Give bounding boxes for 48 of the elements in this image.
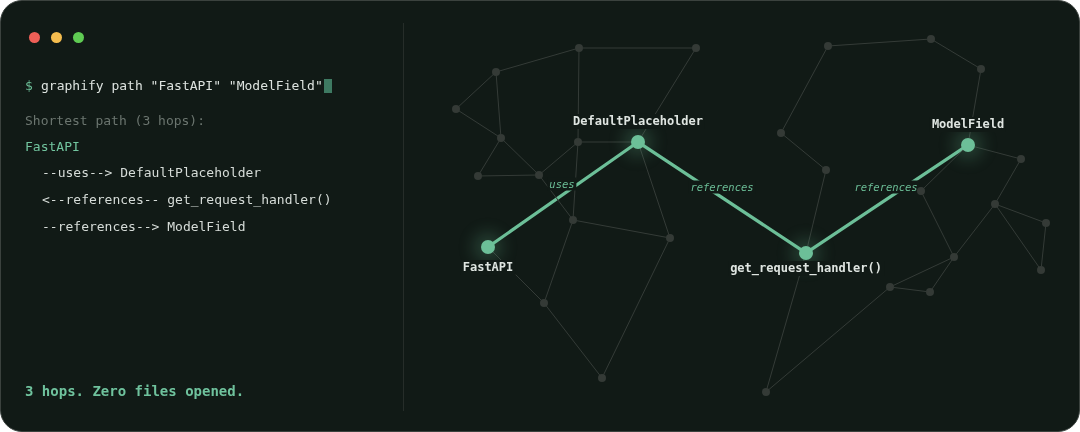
graph-edge-line (922, 194, 953, 254)
graph-edge-line (782, 49, 827, 130)
path-step-text: <--references-- get_request_handler() (42, 192, 332, 208)
graph-edge-line (923, 149, 964, 189)
path-start-text: FastAPI (25, 139, 80, 155)
path-step-text: --uses--> DefaultPlaceholder (42, 165, 262, 181)
graph-edge-line (541, 144, 576, 173)
path-edge-line (492, 144, 634, 245)
graph-edge-line (544, 223, 573, 300)
edge-label: references (852, 180, 920, 194)
graph-edge-line (540, 177, 572, 218)
graph-edge-line (639, 148, 670, 235)
graph-edge-line (807, 173, 826, 247)
graph-edge-line (893, 258, 951, 286)
graph-edge-line (503, 140, 537, 173)
graph-edge-line (831, 38, 928, 47)
edge-label: uses (547, 177, 577, 191)
graph-edge-line (998, 204, 1043, 223)
graph-edge-line (996, 161, 1020, 202)
graph-edge-line (931, 259, 953, 290)
graph-edge-line (576, 220, 667, 238)
graph-edge-line (783, 135, 824, 168)
path-edge-line (810, 147, 964, 251)
graph-edge-line (974, 146, 1018, 159)
graph-edge-line (458, 74, 494, 107)
path-edge-line (642, 144, 802, 251)
output-heading: Shortest path (3 hops): (25, 113, 205, 129)
graph-edge-line (603, 241, 669, 375)
graph-edge-line (768, 289, 888, 390)
node-label: DefaultPlaceholder (571, 114, 705, 129)
node-label: ModelField (929, 117, 1007, 132)
graph-edge-line (893, 287, 927, 292)
edge-label: references (688, 180, 756, 194)
graph-edge-line (766, 259, 805, 389)
graph-edge-line (996, 206, 1040, 268)
prompt-symbol: $ (25, 78, 33, 94)
graph-edge-line (479, 140, 500, 174)
command-text: graphify path "FastAPI" "ModelField" (41, 78, 323, 94)
graph-edge-line (495, 75, 502, 135)
node-label: FastAPI (460, 260, 516, 275)
graph-edge-line (458, 110, 499, 137)
graph-edge-line (545, 305, 601, 376)
graph-edge-line (499, 48, 576, 72)
graph-edge-line (933, 40, 979, 68)
path-step-text: --references--> ModelField (42, 219, 246, 235)
summary-text: 3 hops. Zero files opened. (25, 383, 245, 399)
graph-edge-line (955, 206, 994, 255)
graph-edge-line (1040, 226, 1047, 267)
